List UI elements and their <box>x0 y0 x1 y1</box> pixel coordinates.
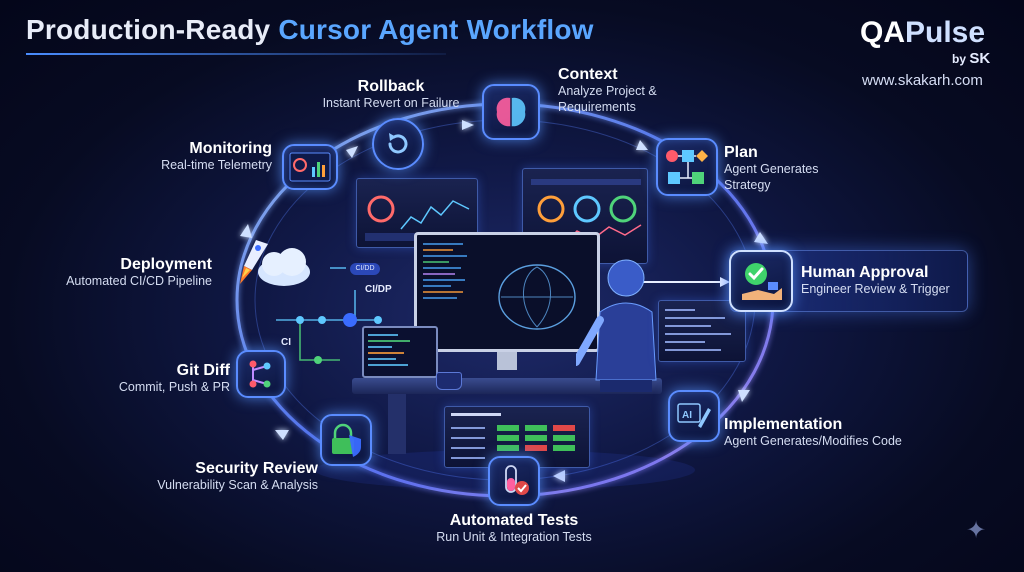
context-title: Context <box>558 66 618 83</box>
brand-by: by <box>952 52 967 66</box>
git-diff-tile[interactable] <box>236 350 286 398</box>
human-approval-title: Human Approval <box>801 264 929 281</box>
sparkle-icon: ✦ <box>966 517 987 544</box>
implementation-tile[interactable]: AI <box>668 390 720 442</box>
laptop-code <box>368 334 410 366</box>
automated-tests-sub1: Run Unit & Integration Tests <box>436 530 592 544</box>
deployment-label: Deployment Automated CI/CD Pipeline <box>52 256 212 290</box>
ci-label: CI <box>281 337 291 348</box>
title-part2: Cursor Agent Workflow <box>278 14 594 45</box>
desk <box>352 378 662 394</box>
arrow-plan-approval <box>754 232 768 244</box>
plan-sub1: Agent Generates <box>724 162 819 176</box>
laptop-screen <box>362 326 438 378</box>
monitoring-title: Monitoring <box>189 140 272 157</box>
security-review-tile[interactable] <box>320 414 372 466</box>
approval-connector-arrow <box>720 277 730 287</box>
git-diff-label: Git Diff Commit, Push & PR <box>104 362 230 396</box>
monitoring-label: Monitoring Real-time Telemetry <box>132 140 272 174</box>
main-monitor <box>414 232 600 352</box>
security-review-sub1: Vulnerability Scan & Analysis <box>157 478 318 492</box>
implementation-label: Implementation Agent Generates/Modifies … <box>724 416 902 450</box>
arrow-tests-security <box>553 470 565 482</box>
context-sub2: Requirements <box>558 99 636 114</box>
git-diff-title: Git Diff <box>176 362 230 379</box>
security-review-label: Security Review Vulnerability Scan & Ana… <box>150 460 318 494</box>
deployment-sub1: Automated CI/CD Pipeline <box>66 274 212 288</box>
rollback-title: Rollback <box>357 78 425 95</box>
human-approval-sub1: Engineer Review & Trigger <box>801 282 950 296</box>
context-label: Context Analyze Project & Requirements <box>558 66 657 115</box>
automated-tests-label: Automated Tests Run Unit & Integration T… <box>416 512 612 546</box>
arrow-deploy-monitor <box>240 224 252 238</box>
monitoring-sub1: Real-time Telemetry <box>161 158 272 172</box>
test-results <box>451 413 575 459</box>
automated-tests-title: Automated Tests <box>449 512 579 529</box>
cidp-label: CI/DP <box>365 284 392 295</box>
revert-icon <box>388 133 408 154</box>
engineer-figure <box>576 259 657 392</box>
git-diff-sub1: Commit, Push & PR <box>118 380 230 394</box>
plan-label: Plan Agent Generates Strategy <box>724 144 819 193</box>
monitor-content <box>423 243 576 330</box>
human-approval-tile[interactable] <box>729 250 793 312</box>
arrow-context-plan <box>636 140 648 150</box>
brand-sk: SK <box>969 50 991 67</box>
implementation-title: Implementation <box>724 416 843 433</box>
brain-icon <box>496 97 526 127</box>
lock-shield-icon <box>332 423 361 457</box>
page-title: Production-Ready Cursor Agent Workflow <box>26 14 594 46</box>
code-popup-panel <box>658 300 746 362</box>
brand-url: www.skakarh.com <box>862 72 983 89</box>
context-sub1: Analyze Project & <box>558 84 657 98</box>
arrow-impl-tests <box>738 390 750 402</box>
brand-logo: QAPulse <box>860 16 985 50</box>
arrow-security-git <box>275 430 289 440</box>
mug <box>436 372 462 390</box>
title-underline <box>26 53 446 55</box>
arrow-rollback-context <box>462 120 474 130</box>
security-review-title: Security Review <box>195 460 318 477</box>
rollback-tile[interactable] <box>372 118 424 170</box>
monitor-stand <box>497 352 517 370</box>
rollback-label: Rollback Instant Revert on Failure <box>316 78 466 112</box>
popup-code <box>665 309 731 351</box>
plan-title: Plan <box>724 144 758 161</box>
deployment-title: Deployment <box>120 256 212 273</box>
pipeline-nodes <box>296 313 382 364</box>
human-approval-label: Human Approval Engineer Review & Trigger <box>801 264 950 298</box>
arrow-monitor-rollback <box>346 146 358 158</box>
brand-pulse: Pulse <box>905 16 986 49</box>
title-part1: Production-Ready <box>26 14 271 45</box>
brand-qa: QA <box>860 16 905 49</box>
flow-arrows <box>240 120 768 482</box>
test-tube-icon <box>505 465 529 495</box>
monitoring-tile[interactable] <box>282 144 338 190</box>
brand-byline: by SK <box>952 50 990 67</box>
cicd-chip: CI/DD <box>350 263 380 275</box>
context-tile[interactable] <box>482 84 540 140</box>
rollback-sub1: Instant Revert on Failure <box>322 96 460 110</box>
plan-tile[interactable] <box>656 138 718 196</box>
ai-pen-icon: AI <box>677 403 711 428</box>
svg-text:AI: AI <box>682 410 692 421</box>
dashboard-icon <box>289 152 331 182</box>
automated-tests-tile[interactable] <box>488 456 540 506</box>
flowchart-icon <box>666 150 708 184</box>
implementation-sub1: Agent Generates/Modifies Code <box>724 434 902 448</box>
checkmark-hand-icon <box>742 263 782 300</box>
rocket-cloud-icon <box>240 240 310 286</box>
git-branch-icon <box>249 360 271 388</box>
plan-sub2: Strategy <box>724 177 771 192</box>
pipeline-lines <box>276 267 380 361</box>
desk-leg <box>388 394 406 454</box>
